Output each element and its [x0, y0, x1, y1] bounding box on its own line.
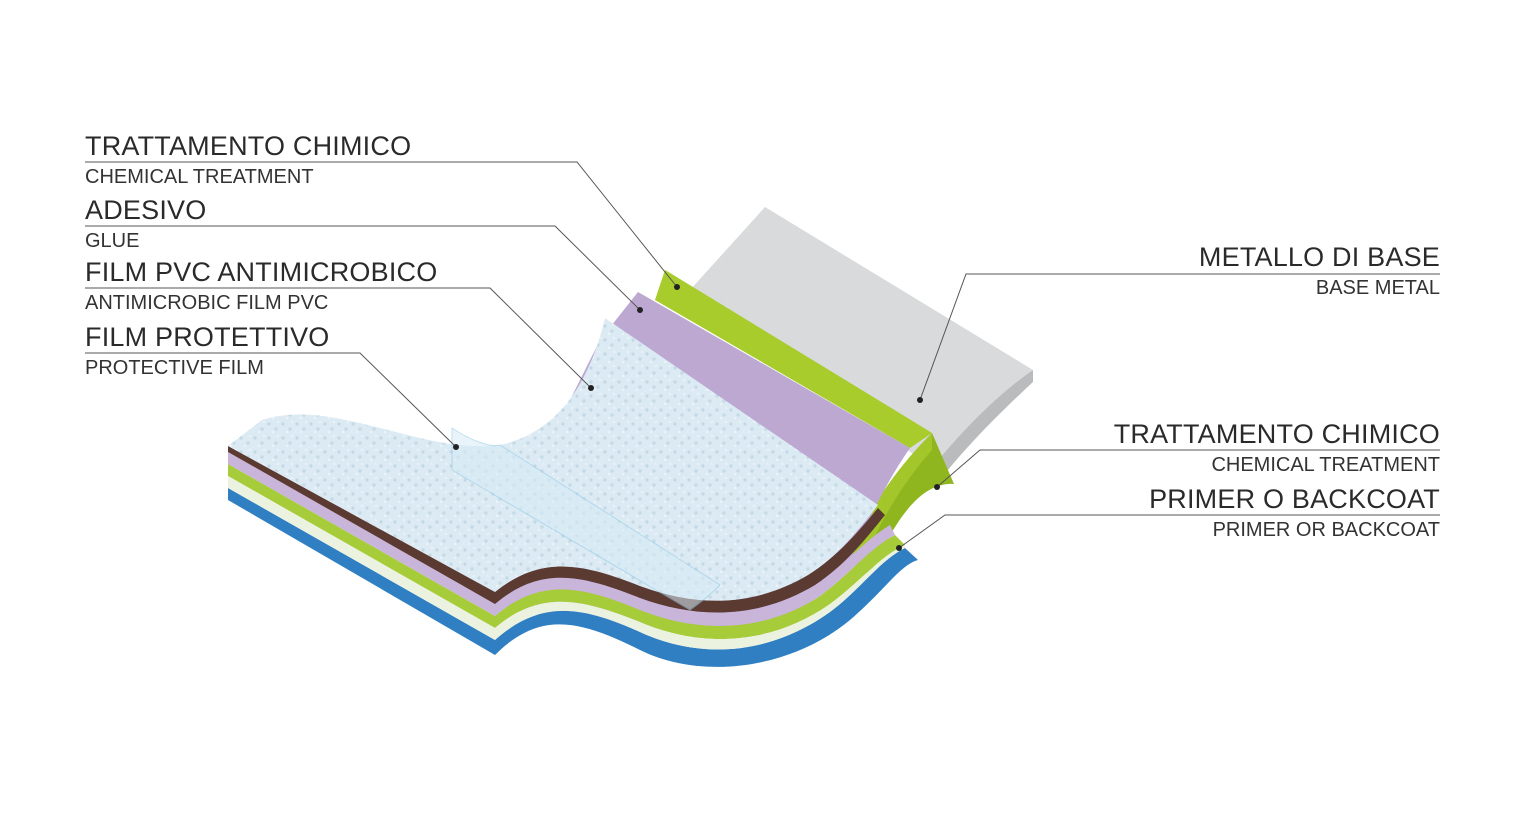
- label-adhesive-it: ADESIVO: [85, 195, 207, 225]
- leader-chemical-treatment-top: [85, 161, 678, 288]
- protective-film-overlay: [451, 427, 721, 611]
- label-primer-en: PRIMER OR BACKCOAT: [1212, 519, 1440, 541]
- leader-adhesive: [85, 225, 641, 311]
- leader-chemical-treatment-bottom: [936, 449, 1440, 488]
- white-layer: [228, 476, 905, 650]
- label-base-metal-it: METALLO DI BASE: [1198, 242, 1440, 272]
- label-chemical-treatment-bottom-en: CHEMICAL TREATMENT: [1211, 454, 1440, 476]
- label-protective-film-it: FILM PROTETTIVO: [85, 322, 330, 352]
- label-primer-it: PRIMER O BACKCOAT: [1149, 484, 1440, 514]
- leader-primer: [898, 514, 1440, 549]
- leader-protective-film: [85, 352, 457, 448]
- base-metal-sheet: [690, 207, 1033, 468]
- leader-base-metal: [919, 273, 1440, 401]
- label-adhesive-en: GLUE: [85, 230, 140, 252]
- label-chemical-treatment-bottom-it: TRATTAMENTO CHIMICO: [1113, 419, 1440, 449]
- green-bottom-layer: [228, 464, 905, 640]
- leader-lines: [85, 161, 1440, 549]
- pvc-film-surface: [228, 318, 878, 601]
- primer-layer: [228, 488, 918, 667]
- label-pvc-film-it: FILM PVC ANTIMICROBICO: [85, 257, 438, 287]
- label-chemical-treatment-en: CHEMICAL TREATMENT: [85, 166, 314, 188]
- label-chemical-treatment-it: TRATTAMENTO CHIMICO: [85, 131, 412, 161]
- leader-pvc-film: [85, 287, 592, 389]
- label-base-metal-en: BASE METAL: [1315, 277, 1440, 299]
- label-protective-film-en: PROTECTIVE FILM: [85, 357, 264, 379]
- leader-dots: [453, 284, 940, 551]
- label-pvc-film-en: ANTIMICROBIC FILM PVC: [85, 292, 329, 314]
- lilac-bottom-layer: [228, 452, 895, 626]
